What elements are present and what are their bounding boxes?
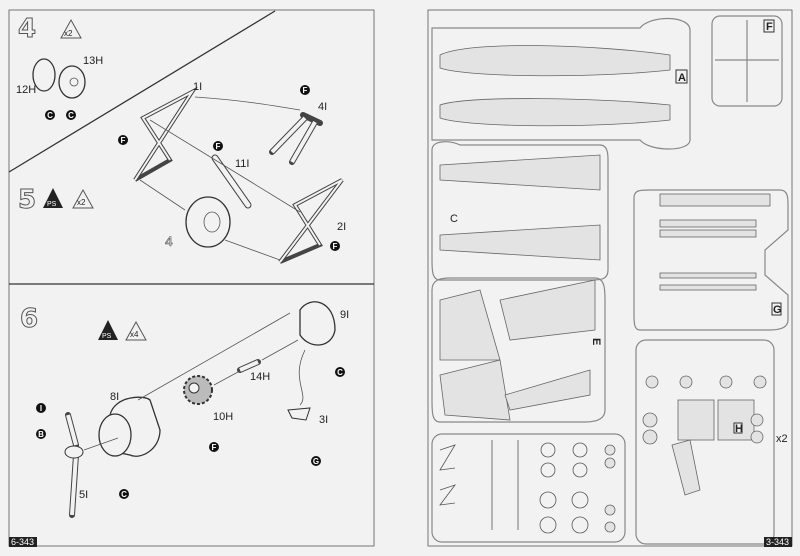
color-callout-icon [209, 442, 219, 452]
left-page-border [8, 9, 375, 547]
color-code: F [333, 242, 338, 251]
step-6-qty: x4 [130, 330, 139, 339]
sprue-f: F [711, 15, 783, 107]
fuselage-half-part [439, 98, 671, 127]
paint-ps-icon [43, 188, 63, 208]
part-label: 2I [337, 221, 346, 233]
step-5-qty: x2 [77, 198, 86, 207]
gear-strut-part [439, 444, 457, 506]
wheel-hub-part [58, 65, 86, 99]
page-code: 6-343 [11, 537, 34, 547]
wing-lower-part [439, 289, 501, 361]
part-label: 9I [340, 309, 349, 321]
sprue-h: H x2 [635, 339, 788, 545]
wing-lower-part [499, 279, 596, 341]
page-code: 3-343 [766, 537, 789, 547]
color-callout-icon [213, 141, 223, 151]
color-callout-icon [118, 135, 128, 145]
part-label: 8I [110, 391, 119, 403]
assembly-arrow [194, 96, 301, 111]
part-label: 10H [213, 411, 233, 423]
part-label: 5I [79, 489, 88, 501]
step-4-qty: x2 [64, 29, 73, 38]
color-code: C [68, 111, 74, 120]
page-code-badge [764, 537, 792, 547]
color-code: C [121, 490, 127, 499]
quantity-triangle-icon [60, 18, 82, 39]
color-callout-icon [66, 110, 76, 120]
step-4: 4 x2 13H 12H C C [16, 14, 103, 120]
part-label: 3I [319, 414, 328, 426]
color-code: B [38, 430, 44, 439]
step-6-number: 6 [20, 304, 38, 334]
quantity-triangle-icon [125, 320, 147, 341]
part-label: 12H [16, 84, 36, 96]
color-code: C [47, 111, 53, 120]
part-label: 13H [83, 55, 103, 67]
radiator-part [671, 439, 701, 496]
color-code: C [337, 368, 343, 377]
color-code: F [121, 136, 126, 145]
sprue-c: C [431, 141, 609, 281]
color-code: G [313, 457, 319, 466]
color-callout-icon [36, 429, 46, 439]
color-callout-icon [119, 489, 129, 499]
fuselage-detail-part [659, 193, 771, 207]
color-callout-icon [335, 367, 345, 377]
color-code: F [303, 86, 308, 95]
wing-part [439, 224, 601, 261]
fuselage-half-part [439, 45, 671, 77]
sprue-h-quantity: x2 [776, 433, 788, 445]
wing-lower-part [439, 359, 511, 421]
part-label: 4 [165, 233, 173, 249]
step-5: 5 PS x2 1I 4I 11 [18, 81, 346, 264]
step-6: 6 PS x4 [20, 301, 349, 518]
diagonal-divider [8, 10, 276, 173]
part-label: 11I [235, 158, 249, 170]
part-label: 4I [318, 101, 327, 113]
step-5-number: 5 [18, 185, 36, 215]
part-label: 14H [250, 371, 270, 383]
sprue-label: G [773, 304, 782, 316]
paint-code: PS [47, 201, 57, 208]
right-page-border [427, 9, 793, 547]
color-callout-icon [45, 110, 55, 120]
page-code-badge [9, 537, 37, 547]
color-callout-icon [311, 456, 321, 466]
sprue-label: F [766, 21, 773, 33]
paint-ps-icon [98, 320, 118, 340]
color-callout-icon [36, 403, 46, 413]
color-code: F [212, 443, 217, 452]
assembly-arrow [137, 312, 291, 401]
wheel-part [185, 196, 231, 248]
exhaust-part-3i [287, 407, 311, 421]
sprue-i [431, 433, 626, 543]
sprue-label: H [735, 423, 743, 435]
spinner-part-9i [299, 301, 336, 346]
part-label: 1I [193, 81, 202, 93]
left-page: 4 x2 13H 12H C C 5 PS x2 [8, 9, 375, 547]
engine-mount-part [677, 399, 715, 441]
step-4-number: 4 [18, 14, 36, 44]
color-code: I [40, 404, 42, 413]
color-code: F [216, 142, 221, 151]
quantity-triangle-icon [72, 188, 94, 209]
paint-code: PS [102, 333, 112, 340]
sprue-label: C [450, 213, 458, 225]
sprue-label: A [678, 72, 686, 84]
wheel-cover-part [32, 58, 56, 92]
sprue-a: A [431, 17, 691, 150]
right-page: A F C E [427, 9, 793, 547]
sprue-e: E [431, 277, 606, 423]
wing-lower-part [504, 369, 591, 411]
color-callout-icon [330, 241, 340, 251]
sprue-g: G [633, 189, 789, 331]
color-callout-icon [300, 85, 310, 95]
wing-part [439, 154, 601, 191]
sprue-label: E [590, 338, 602, 345]
